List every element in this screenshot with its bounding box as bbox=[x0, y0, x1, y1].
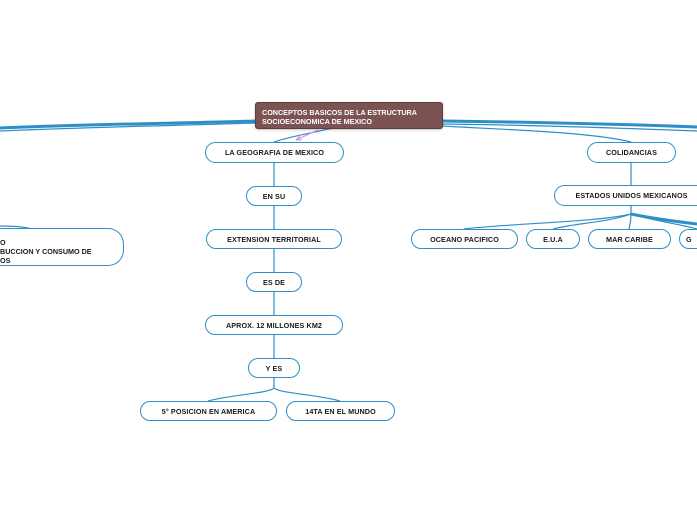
node-estados-unidos-mexicanos[interactable]: ESTADOS UNIDOS MEXICANOS bbox=[554, 185, 697, 206]
node-en-su[interactable]: EN SU bbox=[246, 186, 302, 206]
node-mundo-label: 14TA EN EL MUNDO bbox=[305, 406, 376, 416]
node-colindancias[interactable]: COLIDANCIAS bbox=[587, 142, 676, 163]
root-to-left-branch bbox=[0, 119, 257, 130]
root-title-line1: CONCEPTOS BASICOS DE LA ESTRUCTURA bbox=[262, 108, 417, 117]
root-to-right-branch bbox=[441, 119, 697, 129]
node-golfo-partial[interactable]: G bbox=[679, 229, 697, 249]
node-aprox-label: APROX. 12 MILLONES KM2 bbox=[225, 320, 323, 330]
left-partial-line1: O bbox=[0, 238, 6, 247]
left-partial-node[interactable]: O BUCCION Y CONSUMO DE OS bbox=[0, 228, 124, 266]
node-es-de[interactable]: ES DE bbox=[246, 272, 302, 292]
node-aprox-km2[interactable]: APROX. 12 MILLONES KM2 bbox=[205, 315, 343, 335]
pink-arrow bbox=[295, 129, 319, 141]
root-title-line2: SOCIOECONOMICA DE MEXICO bbox=[262, 117, 372, 126]
node-extension-label: EXTENSION TERRITORIAL bbox=[227, 234, 321, 244]
left-partial-line3: OS bbox=[0, 256, 11, 265]
root-node[interactable]: CONCEPTOS BASICOS DE LA ESTRUCTURA SOCIO… bbox=[255, 102, 443, 129]
node-eua[interactable]: E.U.A bbox=[526, 229, 580, 249]
node-14ta-mundo[interactable]: 14TA EN EL MUNDO bbox=[286, 401, 395, 421]
node-mar-caribe[interactable]: MAR CARIBE bbox=[588, 229, 671, 249]
node-y-es-label: Y ES bbox=[265, 363, 283, 373]
node-extension-territorial[interactable]: EXTENSION TERRITORIAL bbox=[206, 229, 342, 249]
node-estados-label: ESTADOS UNIDOS MEXICANOS bbox=[575, 191, 688, 200]
node-y-es[interactable]: Y ES bbox=[248, 358, 300, 378]
node-posicion-america[interactable]: 5° POSICION EN AMERICA bbox=[140, 401, 277, 421]
node-en-su-label: EN SU bbox=[262, 191, 286, 201]
node-eua-label: E.U.A bbox=[543, 234, 563, 244]
node-mar-caribe-label: MAR CARIBE bbox=[606, 234, 653, 244]
node-oceano-pacifico[interactable]: OCEANO PACIFICO bbox=[411, 229, 518, 249]
node-posicion-label: 5° POSICION EN AMERICA bbox=[161, 406, 256, 416]
node-geografia-label: LA GEOGRAFIA DE MEXICO bbox=[224, 148, 325, 157]
root-to-colindancias-line bbox=[441, 125, 632, 143]
node-colindancias-label: COLIDANCIAS bbox=[605, 148, 657, 157]
node-geografia[interactable]: LA GEOGRAFIA DE MEXICO bbox=[205, 142, 344, 163]
node-golfo-label: G bbox=[686, 234, 692, 244]
node-es-de-label: ES DE bbox=[262, 277, 286, 287]
node-oceano-label: OCEANO PACIFICO bbox=[430, 234, 499, 244]
left-partial-line2: BUCCION Y CONSUMO DE bbox=[0, 247, 92, 256]
